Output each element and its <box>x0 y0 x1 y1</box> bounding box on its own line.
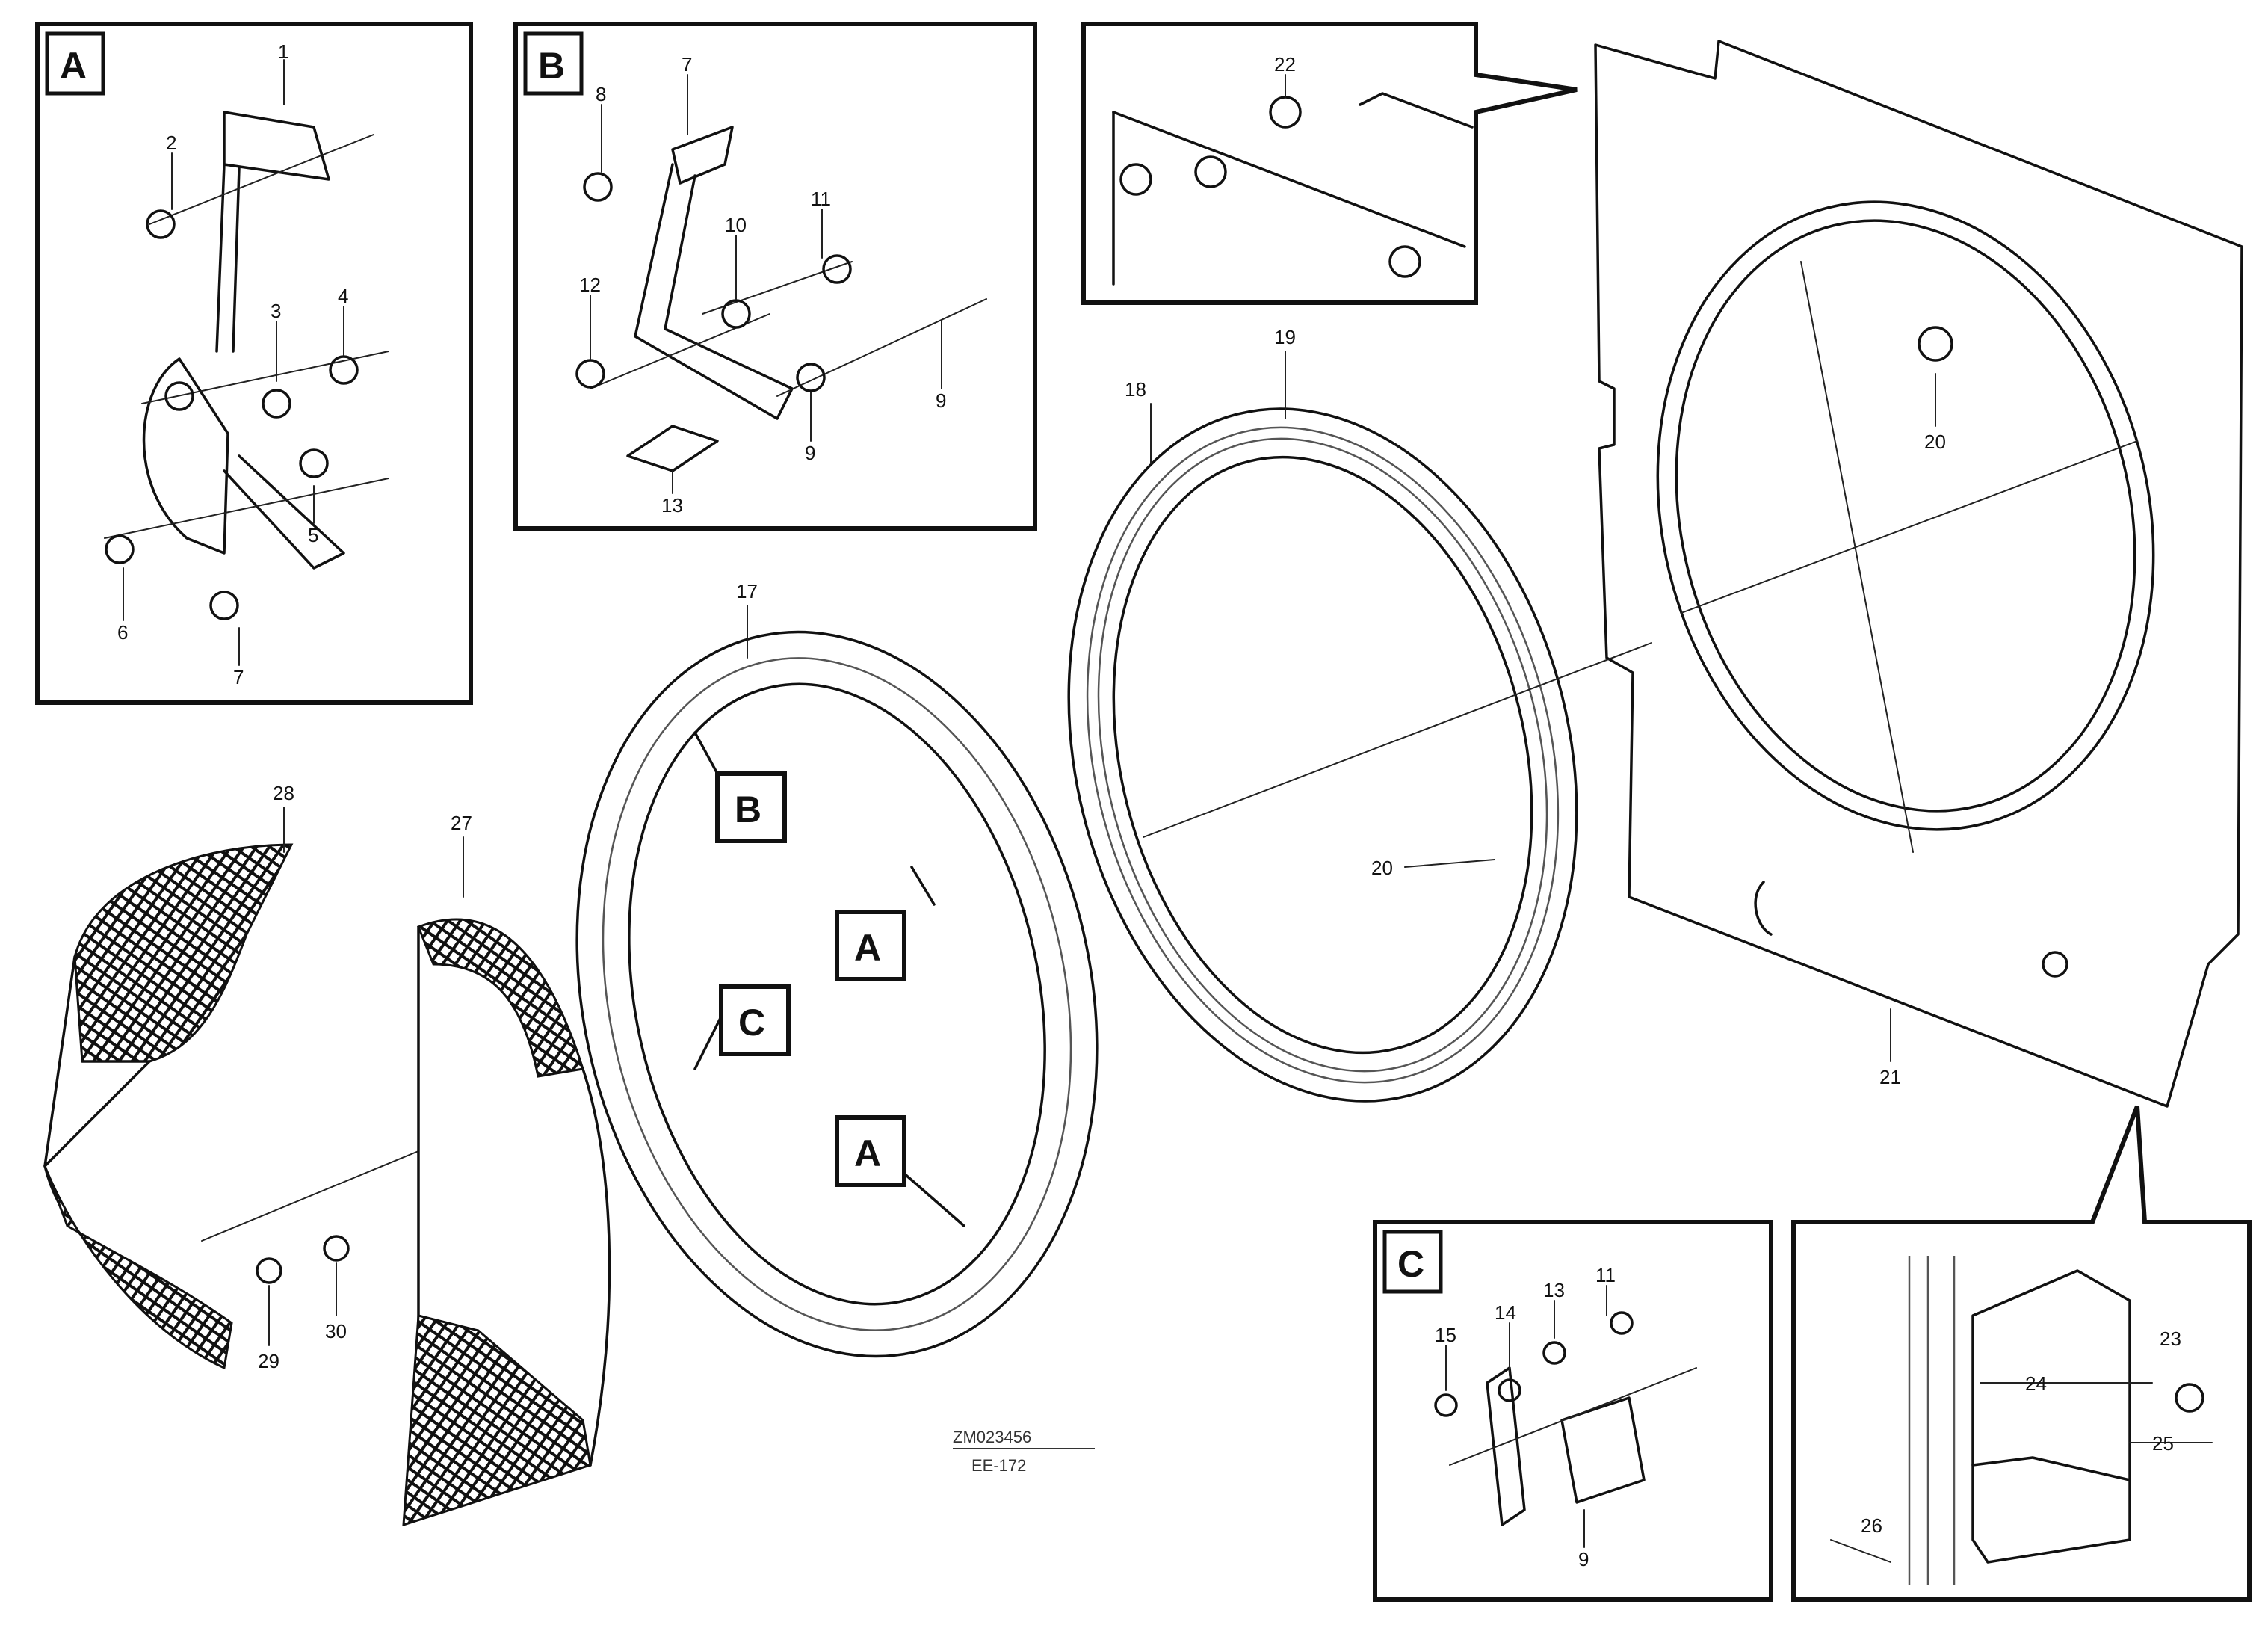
callout-c1: 15 <box>1435 1324 1456 1346</box>
detail-a-label: A <box>60 45 87 87</box>
callout-29: 29 <box>258 1350 279 1372</box>
callout-d1: 23 <box>2160 1328 2181 1350</box>
detail-top-box: 22 <box>1081 22 1578 305</box>
detail-a-box: A 1 2 3 4 5 6 7 <box>35 22 473 705</box>
fan-ring-icon: 18 19 20 <box>1067 326 1652 1103</box>
drawing-stamp: ZM023456 EE-172 <box>953 1428 1095 1475</box>
callout-a4: 4 <box>338 285 348 307</box>
callout-a1: 1 <box>278 40 288 63</box>
callout-a5: 5 <box>308 524 318 546</box>
callout-a6: 6 <box>117 621 128 644</box>
marker-a2: A <box>854 1132 881 1174</box>
callout-21: 21 <box>1879 1066 1901 1088</box>
callout-t1: 22 <box>1274 53 1296 75</box>
callout-b4: 10 <box>725 214 747 236</box>
callout-a7: 7 <box>233 666 244 688</box>
callout-c3: 13 <box>1543 1279 1565 1301</box>
marker-c: C <box>738 1002 765 1043</box>
shroud-panel-icon: 20 21 <box>1594 40 2243 1108</box>
marker-a1: A <box>854 927 881 969</box>
callout-30: 30 <box>325 1320 347 1342</box>
callout-a3: 3 <box>271 300 281 322</box>
marker-b: B <box>735 789 761 830</box>
callout-b2: 8 <box>596 83 606 105</box>
callout-d2: 24 <box>2025 1372 2047 1395</box>
callout-b7: 9 <box>936 389 946 412</box>
callout-b3: 11 <box>811 188 831 210</box>
callout-b6: 9 <box>805 442 815 464</box>
callout-c2: 14 <box>1495 1301 1516 1324</box>
callout-b5: 12 <box>579 274 601 296</box>
callout-20: 20 <box>1924 431 1946 453</box>
callout-d4: 26 <box>1861 1514 1882 1537</box>
detail-bottom-box: 23 24 25 26 <box>1791 1105 2252 1602</box>
detail-b-box: B 7 8 11 10 12 9 9 13 <box>513 22 1037 531</box>
callout-c5: 9 <box>1578 1548 1589 1570</box>
callout-a2: 2 <box>166 132 176 154</box>
callout-c4: 11 <box>1595 1264 1616 1286</box>
callout-28: 28 <box>273 782 294 804</box>
callout-d3: 25 <box>2152 1432 2174 1455</box>
callout-17: 17 <box>736 580 758 602</box>
callout-19: 19 <box>1274 326 1296 348</box>
callout-18: 18 <box>1125 378 1146 401</box>
detail-c-box: C 15 14 13 11 9 <box>1373 1220 1773 1602</box>
callout-27: 27 <box>451 812 472 834</box>
stamp-code: ZM023456 <box>953 1428 1031 1446</box>
callout-20b: 20 <box>1371 857 1393 879</box>
detail-b-label: B <box>538 45 565 87</box>
guard-ring: 17 B A C A <box>575 580 1099 1358</box>
detail-c-label: C <box>1397 1243 1424 1285</box>
stamp-sheet: EE-172 <box>971 1456 1026 1475</box>
callout-b8: 13 <box>661 494 683 517</box>
mesh-guard-icon: 28 27 29 30 <box>43 782 611 1527</box>
callout-b1: 7 <box>682 53 692 75</box>
